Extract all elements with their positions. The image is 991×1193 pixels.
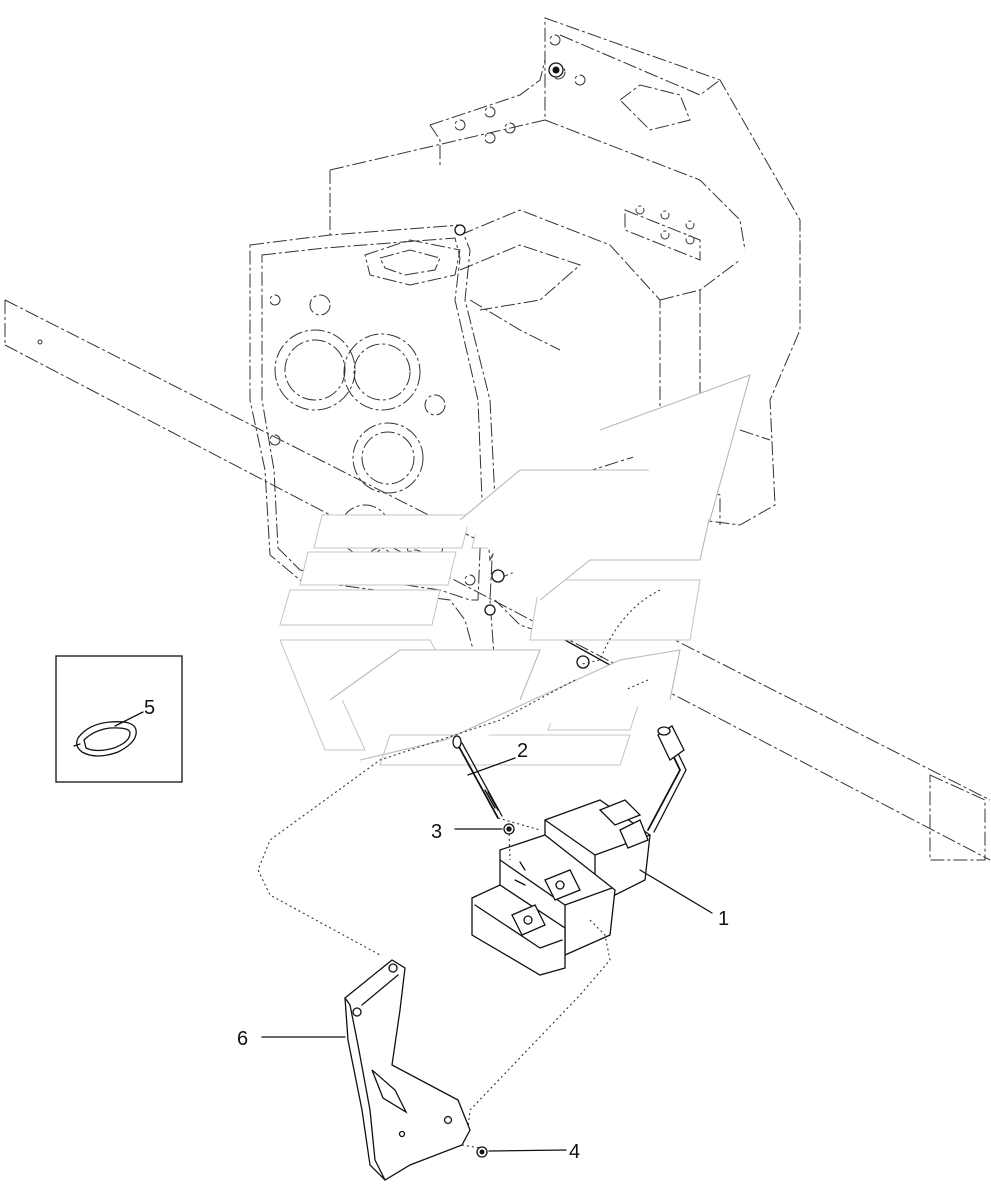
callout-label-4: 4 xyxy=(569,1141,580,1163)
callout-label-2: 2 xyxy=(517,740,528,762)
callout-2-leader xyxy=(467,757,516,776)
detail-inset-box xyxy=(55,655,183,783)
part-5-o-ring xyxy=(73,721,137,757)
assembly-path-lines xyxy=(257,589,661,1149)
callout-1-leader xyxy=(639,869,713,914)
callout-label-1: 1 xyxy=(718,908,729,930)
callout-5-leader xyxy=(114,711,144,727)
part-1-sensor-assembly xyxy=(471,725,713,976)
watermark-logo xyxy=(279,374,751,766)
part-4-nut xyxy=(476,1146,567,1158)
callout-label-5: 5 xyxy=(144,697,155,719)
callout-label-6: 6 xyxy=(237,1028,248,1050)
callout-label-3: 3 xyxy=(431,821,442,843)
callout-4-leader xyxy=(488,1149,567,1152)
part-2-bolt xyxy=(452,735,503,819)
part-6-bracket xyxy=(261,959,471,1181)
